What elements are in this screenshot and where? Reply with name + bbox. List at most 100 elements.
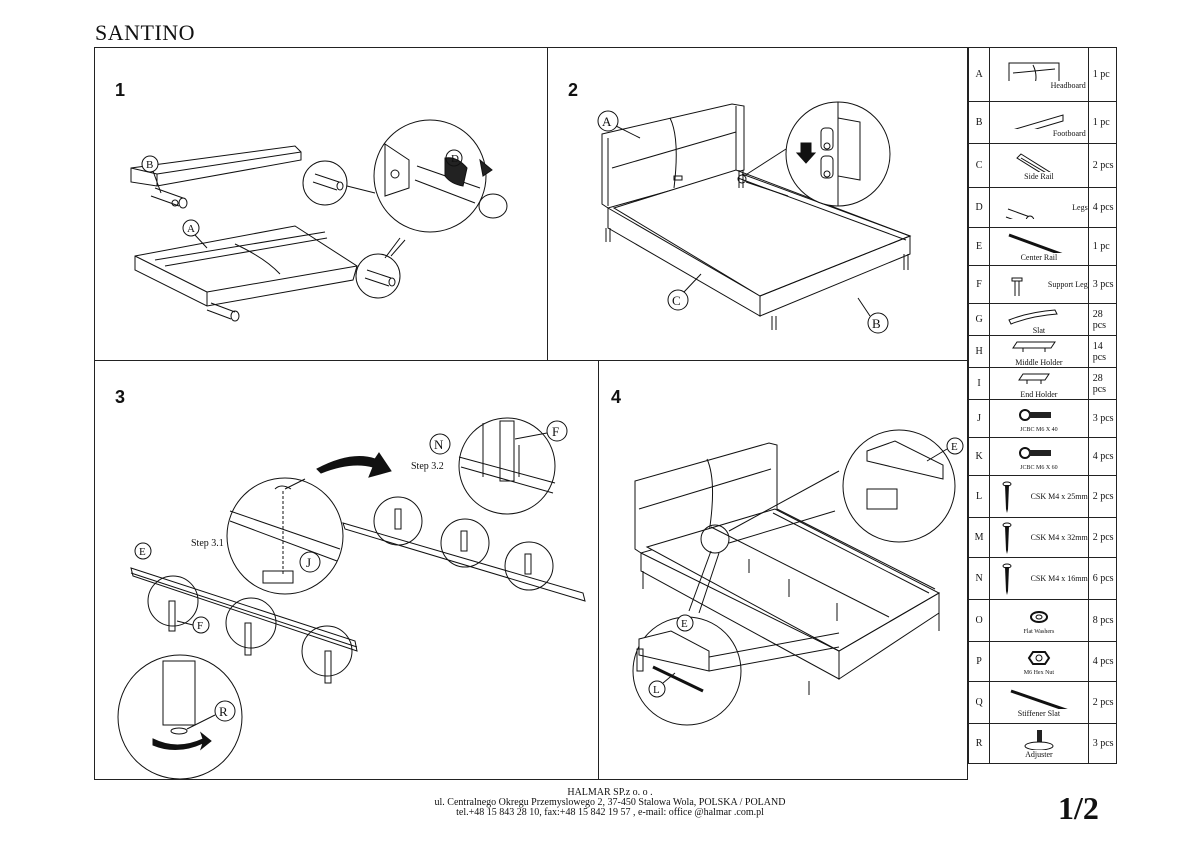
stiffener-slat-icon [1010, 689, 1068, 709]
step-number: 3 [115, 387, 126, 407]
leg-icon [1005, 208, 1035, 219]
detail-circle [440, 518, 490, 568]
part-quantity: 2 pcs [1087, 475, 1118, 518]
part-letter: R [967, 723, 991, 764]
part-picture: Support Leg [989, 265, 1089, 304]
support-leg-icon [1011, 277, 1023, 296]
detail-circle [373, 496, 423, 546]
part-label-f: F [552, 424, 559, 439]
part-picture: JCBC M6 X 60 [989, 437, 1089, 476]
part-quantity: 2 pcs [1087, 143, 1118, 188]
part-picture: Side Rail [989, 143, 1089, 188]
part-picture: Flat Washers [989, 599, 1089, 642]
part-quantity: 4 pcs [1087, 641, 1118, 682]
part-name: Flat Washers [1023, 628, 1055, 635]
part-letter: C [967, 143, 991, 188]
part-letter: Q [967, 681, 991, 724]
part-name: Stiffener Slat [1017, 709, 1061, 718]
part-letter: E [967, 227, 991, 266]
headboard-icon [1008, 62, 1060, 81]
part-label-r: R [219, 704, 228, 719]
part-letter: D [967, 187, 991, 228]
part-label-b: B [872, 316, 881, 331]
part-picture: Stiffener Slat [989, 681, 1089, 724]
center-rail-icon [1008, 233, 1063, 253]
screw-icon [1002, 563, 1012, 595]
part-quantity: 2 pcs [1087, 681, 1118, 724]
step-2-illustration: A C B [597, 101, 912, 334]
part-picture: Middle Holder [989, 335, 1089, 368]
part-picture: Adjuster [989, 723, 1089, 764]
part-label-b: B [146, 159, 153, 171]
part-name: Center Rail [1020, 253, 1058, 262]
part-letter: I [967, 367, 991, 400]
parts-row: K JCBC M6 X 60 4 pcs [967, 437, 1118, 476]
step-number: 1 [115, 80, 126, 100]
instructions-frame: 1 [94, 47, 968, 780]
detail-circle [225, 597, 277, 649]
end-holder-icon [1017, 373, 1050, 384]
part-name: Support Leg [1047, 280, 1088, 289]
part-label-c: C [672, 293, 681, 308]
side-rail-icon [1016, 153, 1051, 172]
part-label-l: L [653, 684, 660, 696]
company-name: HALMAR SP.z o. o . [567, 787, 653, 798]
part-quantity: 1 pc [1087, 47, 1118, 102]
part-quantity: 3 pcs [1087, 723, 1118, 764]
part-name: CSK M4 x 16mm [1030, 574, 1088, 583]
part-quantity: 4 pcs [1087, 437, 1118, 476]
part-letter: K [967, 437, 991, 476]
arrow-icon [316, 452, 392, 478]
part-name: Side Rail [1024, 172, 1054, 181]
company-address: ul. Centralnego Okregu Przemyslowego 2, … [434, 797, 786, 808]
bolt-icon [1018, 446, 1051, 459]
zoom-circle [226, 477, 344, 595]
part-quantity: 28 pcs [1087, 303, 1118, 336]
part-letter: P [967, 641, 991, 682]
part-quantity: 28 pcs [1087, 367, 1118, 400]
arrow-down-icon [795, 142, 817, 164]
parts-row: I End Holder 28 pcs [967, 367, 1118, 400]
part-name: End Holder [1020, 390, 1058, 399]
part-letter: L [967, 475, 991, 518]
adjuster-icon [1024, 730, 1054, 750]
detail-circle [355, 253, 401, 299]
part-label-j: J [306, 555, 311, 570]
part-name: JCBC M6 X 40 [1020, 426, 1058, 433]
parts-row: C Side Rail 2 pcs [967, 143, 1118, 188]
page-number: 1/2 [1058, 790, 1099, 826]
document-title: SANTINO [95, 20, 196, 45]
screw-icon [1002, 522, 1012, 554]
part-name: JCBC M6 X 60 [1020, 464, 1058, 471]
leg-drawing [206, 302, 240, 322]
step-3-panel: 3 J Step 3.1 [95, 361, 599, 779]
substep-label: Step 3.1 [191, 538, 224, 549]
substep-label: Step 3.2 [411, 461, 444, 472]
part-name: CSK M4 x 25mm [1030, 492, 1088, 501]
part-label-n: N [434, 437, 444, 452]
part-name: Middle Holder [1015, 358, 1063, 367]
part-label-a: A [602, 114, 612, 129]
part-quantity: 3 pcs [1087, 399, 1118, 438]
part-letter: O [967, 599, 991, 642]
step-number: 2 [568, 80, 579, 100]
part-picture: M6 Hex Nut [989, 641, 1089, 682]
part-name: Legs [1072, 203, 1088, 212]
part-name: Footboard [1052, 129, 1086, 138]
zoom-circle [373, 119, 487, 233]
part-quantity: 2 pcs [1087, 517, 1118, 558]
step-3-illustration: J Step 3.1 Step 3.2 N F E F [117, 417, 586, 779]
part-picture: Headboard [989, 47, 1089, 102]
step-number: 4 [611, 387, 622, 407]
part-letter: N [967, 557, 991, 600]
detail-circle [504, 541, 554, 591]
